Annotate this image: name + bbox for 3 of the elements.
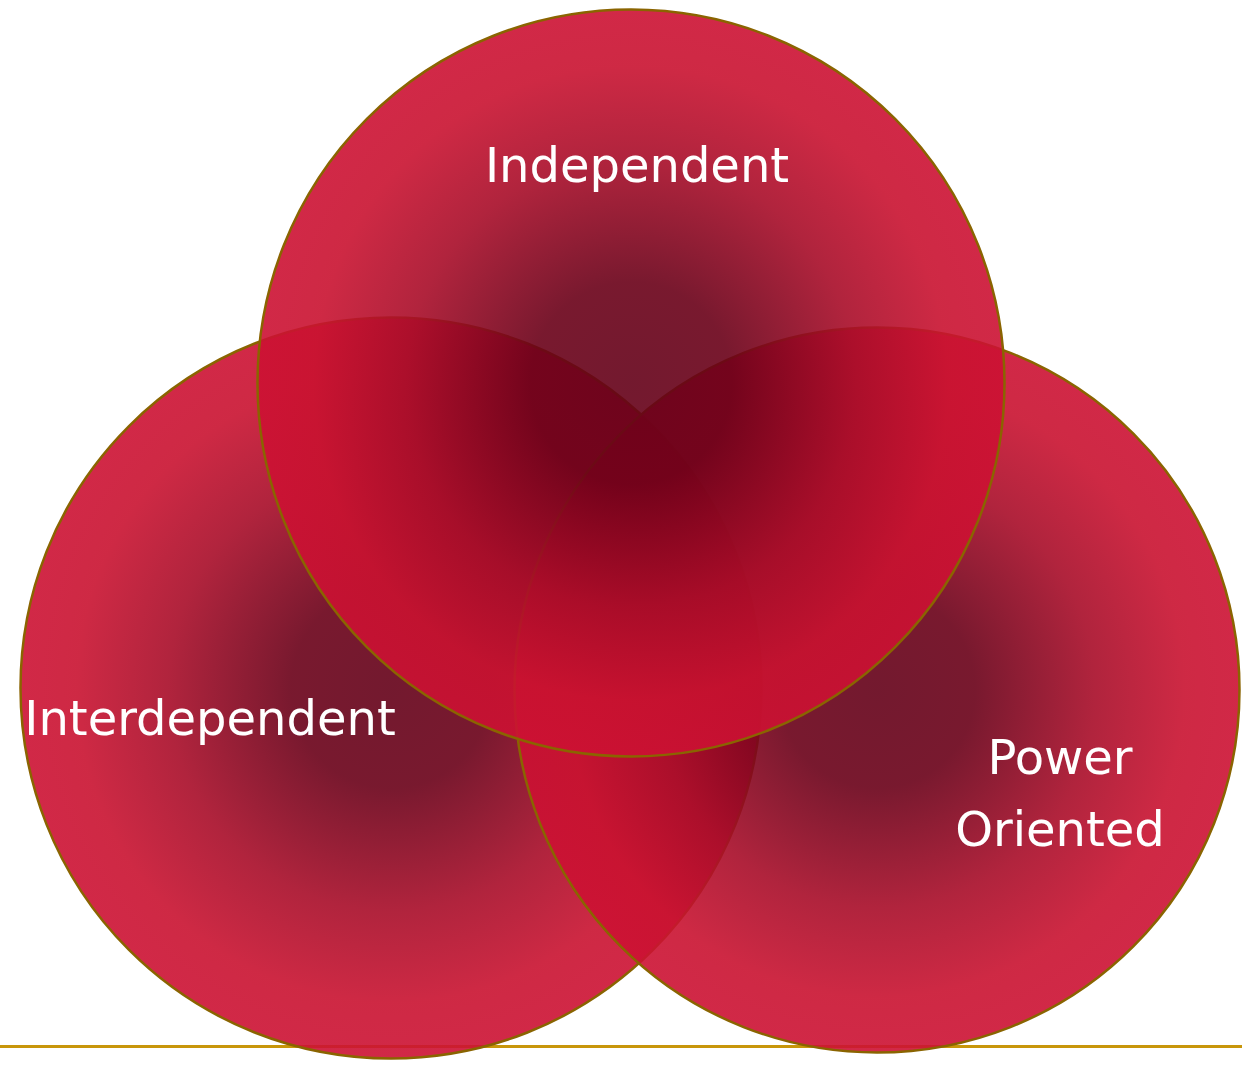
circle-label: Interdependent [23,689,397,748]
circle-label: Independent [483,136,791,195]
circle-label: Power Oriented [954,728,1166,859]
